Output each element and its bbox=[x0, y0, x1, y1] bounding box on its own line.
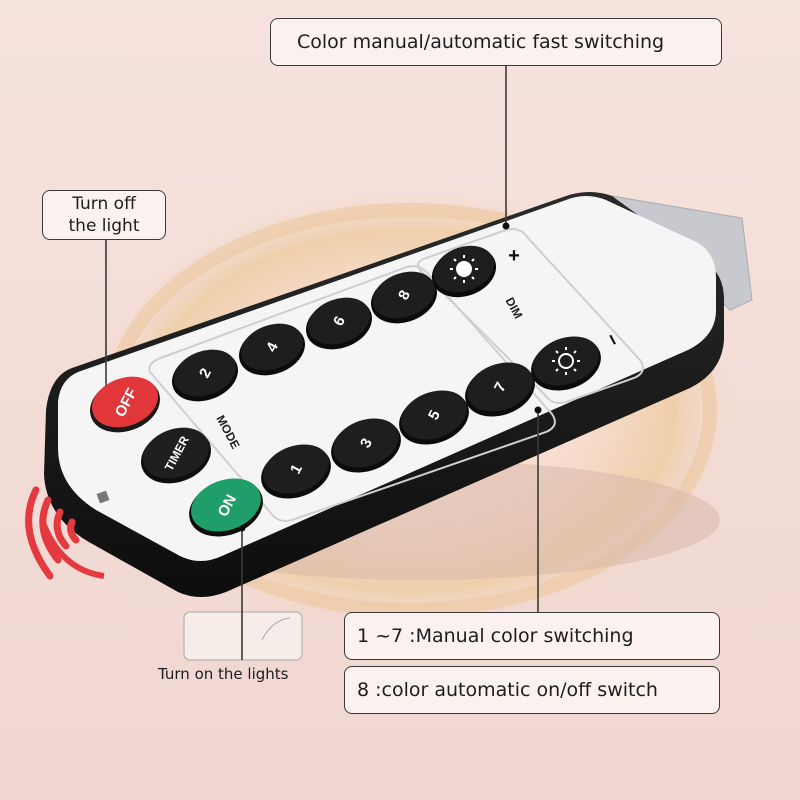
callout-fast-switching-text: Color manual/automatic fast switching bbox=[297, 31, 665, 53]
sun-outline-icon bbox=[552, 347, 580, 375]
number-button-8[interactable]: 8 bbox=[364, 263, 444, 332]
timer-button[interactable]: TIMER bbox=[133, 419, 218, 493]
number-panel bbox=[148, 265, 556, 522]
on-reflection-arc bbox=[261, 617, 291, 641]
on-reflection-box bbox=[183, 611, 303, 661]
number-button-1[interactable]: 1 bbox=[254, 436, 339, 508]
number-button-7[interactable]: 7 bbox=[458, 354, 543, 426]
callout-turn-off-line1: Turn off bbox=[72, 194, 136, 214]
callout-auto-switch: 8 :color automatic on/off switch bbox=[344, 666, 720, 714]
callout-turn-off-line2: the light bbox=[68, 216, 140, 236]
callout-auto-switch-text: 8 :color automatic on/off switch bbox=[357, 679, 658, 701]
dim-minus-button[interactable] bbox=[524, 328, 609, 400]
off-button[interactable]: OFF bbox=[82, 368, 167, 442]
number-button-4[interactable]: 4 bbox=[232, 315, 312, 384]
callout-turn-on-text: Turn on the lights bbox=[158, 665, 289, 683]
side-port bbox=[96, 490, 110, 504]
signal-waves-icon bbox=[25, 486, 80, 580]
dim-plus-button[interactable] bbox=[425, 238, 503, 306]
number-buttons: 2 4 6 8 1 bbox=[165, 263, 543, 508]
signal-waves-outer bbox=[39, 518, 105, 579]
callout-manual-switching: 1 ~7 :Manual color switching bbox=[344, 612, 720, 660]
callout-fast-switching: Color manual/automatic fast switching bbox=[270, 18, 722, 66]
number-button-3[interactable]: 3 bbox=[324, 410, 409, 482]
number-button-6[interactable]: 6 bbox=[299, 289, 379, 358]
callout-manual-switching-text: 1 ~7 :Manual color switching bbox=[357, 625, 634, 647]
sun-icon bbox=[450, 255, 478, 283]
leader-lines bbox=[105, 66, 539, 660]
callout-turn-off: Turn off the light bbox=[42, 190, 166, 240]
remote-face bbox=[58, 196, 716, 561]
number-button-2[interactable]: 2 bbox=[165, 341, 245, 410]
plus-label: + bbox=[508, 245, 520, 267]
dim-panel bbox=[417, 228, 644, 404]
number-button-5[interactable]: 5 bbox=[392, 382, 477, 454]
on-button[interactable]: ON bbox=[181, 469, 271, 546]
